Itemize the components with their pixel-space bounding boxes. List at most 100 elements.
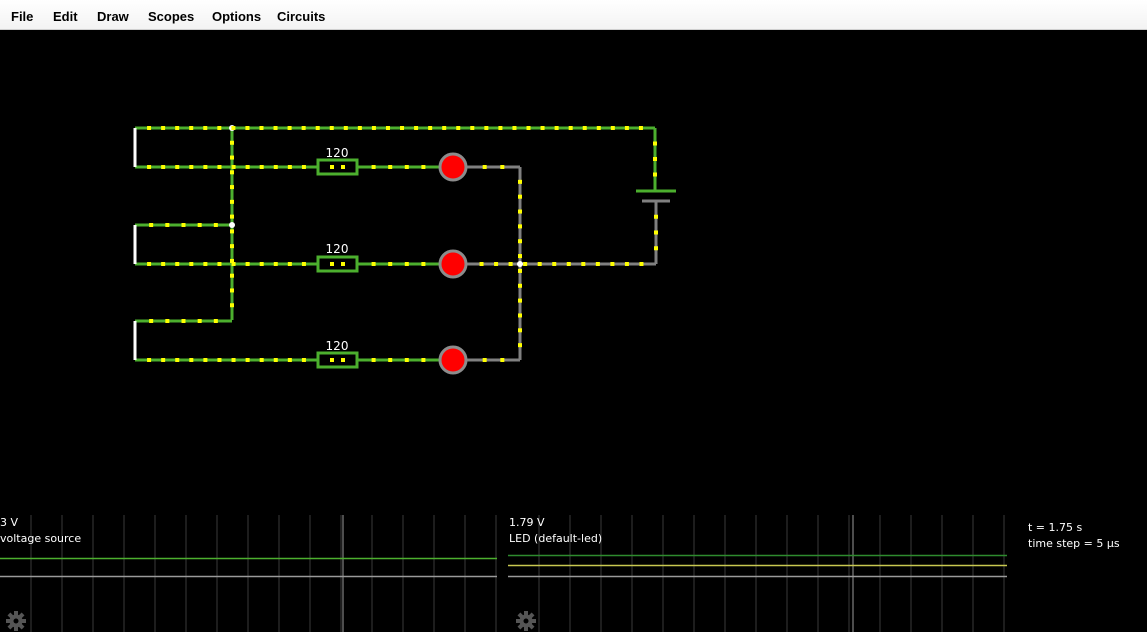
menu-bar: File Edit Draw Scopes Options Circuits — [0, 0, 1147, 30]
scope-2-grid — [508, 515, 1007, 632]
current-dot — [343, 126, 348, 130]
current-dot — [523, 262, 528, 266]
current-dot — [484, 126, 489, 130]
current-dot — [371, 358, 376, 362]
current-dot — [165, 223, 170, 227]
current-dot — [230, 303, 234, 308]
circuit-canvas[interactable]: 120 120 120 — [0, 30, 1147, 510]
current-dot — [482, 358, 487, 362]
current-dot — [287, 165, 292, 169]
wires — [133, 126, 676, 362]
current-dot — [189, 126, 194, 130]
current-dot — [518, 343, 522, 348]
resistor-1 — [316, 158, 359, 176]
current-dot — [245, 262, 250, 266]
current-dot — [482, 165, 487, 169]
current-dot — [189, 165, 194, 169]
junction-node — [229, 222, 235, 228]
current-dot — [175, 262, 180, 266]
gear-tooth — [524, 626, 528, 631]
current-dot — [230, 258, 234, 263]
current-dot — [259, 358, 264, 362]
current-dot — [456, 126, 461, 130]
current-dot — [581, 262, 586, 266]
current-dot — [582, 126, 587, 130]
current-dot — [421, 262, 426, 266]
menu-draw[interactable]: Draw — [97, 9, 129, 24]
current-dot — [566, 262, 571, 266]
current-dot — [624, 126, 629, 130]
current-dot — [414, 126, 419, 130]
menu-options[interactable]: Options — [212, 9, 262, 24]
current-dot — [175, 358, 180, 362]
current-dot — [638, 126, 643, 130]
current-dot — [653, 172, 657, 177]
current-dot — [175, 126, 180, 130]
resistor-2 — [316, 255, 359, 273]
current-dot — [518, 313, 522, 318]
menu-circuits[interactable]: Circuits — [277, 9, 326, 24]
menu-file[interactable]: File — [11, 9, 34, 24]
current-dot — [428, 126, 433, 130]
current-dot — [197, 319, 202, 323]
scope-led[interactable]: 1.79 V LED (default-led) — [508, 515, 1007, 632]
current-dot — [518, 283, 522, 288]
current-dot — [341, 165, 345, 169]
current-dot — [518, 209, 522, 214]
current-dot — [518, 268, 522, 273]
current-dot — [639, 262, 644, 266]
menu-scopes[interactable]: Scopes — [148, 9, 195, 24]
current-dot — [245, 358, 250, 362]
scope-2-label: LED (default-led) — [509, 532, 602, 545]
current-dot — [273, 126, 278, 130]
current-dot — [181, 319, 186, 323]
gear-icon[interactable] — [516, 611, 536, 631]
current-dot — [518, 254, 522, 259]
current-dot — [230, 288, 234, 293]
current-dot — [498, 126, 503, 130]
current-dot — [147, 126, 152, 130]
current-dot — [404, 262, 409, 266]
current-dot — [161, 165, 166, 169]
current-dot — [147, 358, 152, 362]
current-dot — [230, 155, 234, 160]
current-dot — [230, 199, 234, 204]
current-dot — [259, 126, 264, 130]
current-dot — [273, 262, 278, 266]
menu-edit[interactable]: Edit — [53, 9, 78, 24]
current-dot — [230, 273, 234, 278]
current-dot — [400, 126, 405, 130]
current-dot — [479, 262, 484, 266]
current-dot — [287, 262, 292, 266]
current-dot — [273, 165, 278, 169]
current-dot — [217, 126, 222, 130]
current-dot — [213, 223, 218, 227]
current-dot — [230, 170, 234, 175]
current-dot — [421, 165, 426, 169]
gear-tooth — [14, 626, 18, 631]
current-dot — [217, 165, 222, 169]
current-dot — [421, 358, 426, 362]
current-dot — [330, 262, 334, 266]
current-dot — [537, 262, 542, 266]
current-dot — [518, 194, 522, 199]
current-dot — [287, 358, 292, 362]
led-2 — [438, 249, 468, 279]
current-dot — [287, 126, 292, 130]
current-dot — [213, 319, 218, 323]
current-dot — [203, 126, 208, 130]
current-dot — [231, 165, 236, 169]
current-dot — [357, 126, 362, 130]
gear-icon[interactable] — [6, 611, 26, 631]
current-dot — [165, 319, 170, 323]
current-dot — [230, 229, 234, 234]
current-dot — [203, 358, 208, 362]
current-dot — [371, 165, 376, 169]
current-dot — [371, 262, 376, 266]
current-dot — [273, 358, 278, 362]
scope-voltage-source[interactable]: 3 V voltage source — [0, 515, 497, 632]
current-dot — [147, 262, 152, 266]
current-dot — [259, 165, 264, 169]
current-dot — [230, 185, 234, 190]
scope-panel: 3 V voltage source 1.79 V LED (default-l… — [0, 515, 1007, 632]
